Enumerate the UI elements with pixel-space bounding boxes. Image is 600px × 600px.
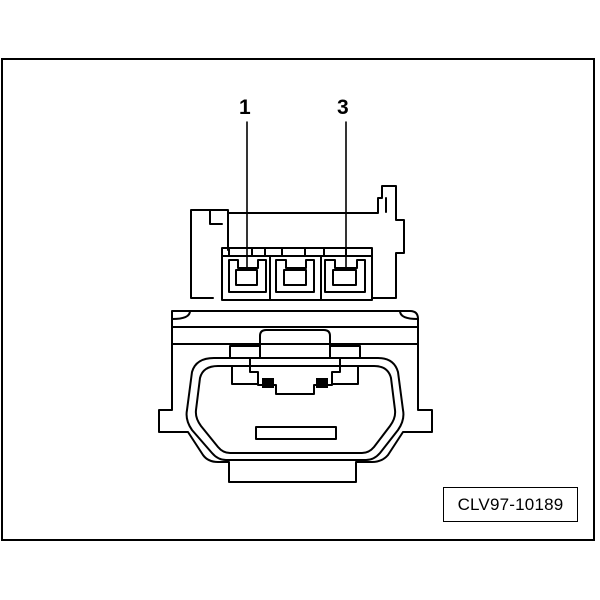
pin-cavity-block <box>221 247 373 301</box>
locking-latch <box>249 329 341 395</box>
pin-cavity-3 <box>324 259 366 293</box>
pin-label-3: 3 <box>337 96 349 119</box>
socket-outer <box>185 357 405 461</box>
socket-inner <box>194 365 397 454</box>
pin-label-1: 1 <box>239 96 251 119</box>
diagram-frame <box>1 58 595 541</box>
keyway-slot <box>255 426 337 440</box>
pin-cavity-2 <box>275 259 315 293</box>
pin-cavity-1 <box>228 259 267 293</box>
reference-code: CLV97-10189 <box>443 487 578 522</box>
connector-main-body <box>158 310 433 483</box>
